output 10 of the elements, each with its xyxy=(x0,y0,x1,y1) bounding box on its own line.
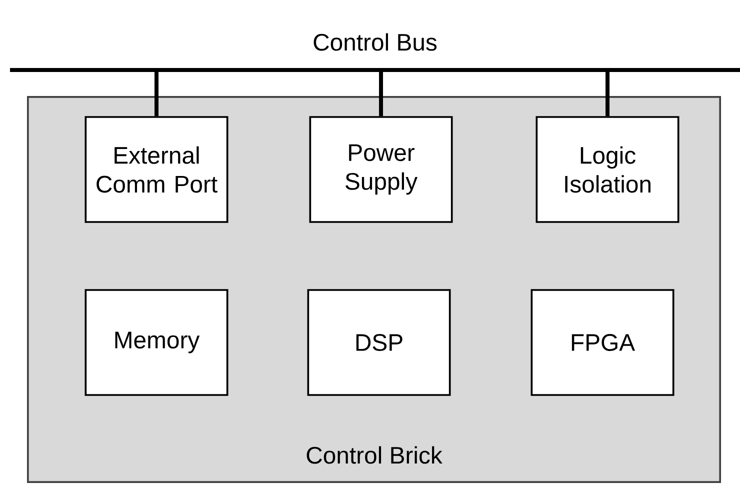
component-box: DSP xyxy=(307,289,451,396)
connector-line xyxy=(154,70,158,116)
component-box: FPGA xyxy=(530,289,674,396)
component-box: Memory xyxy=(84,289,228,396)
connector-line xyxy=(379,70,383,116)
connector-line xyxy=(606,70,610,116)
component-box: External Comm Port xyxy=(84,116,228,223)
component-box: Logic Isolation xyxy=(536,116,680,223)
component-box: Power Supply xyxy=(309,116,453,223)
control-bus: Control Bus xyxy=(10,33,740,72)
